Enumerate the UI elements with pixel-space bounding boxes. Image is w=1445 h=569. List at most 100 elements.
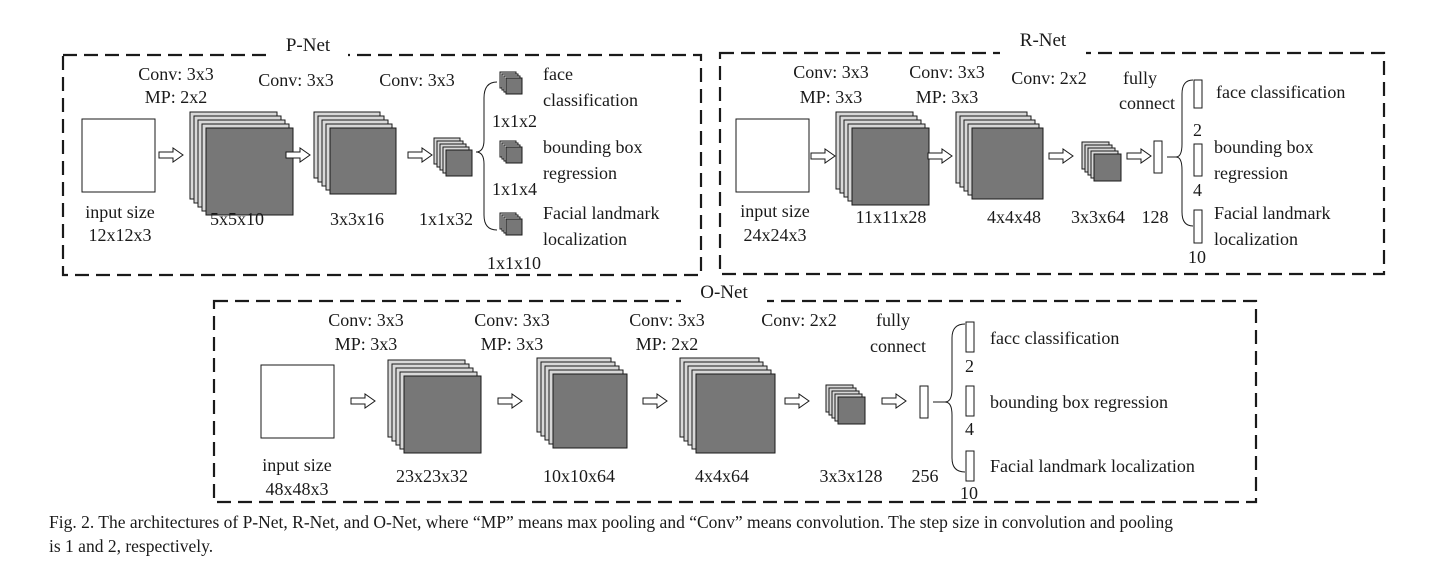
onet-input-label: input size (262, 455, 332, 475)
rnet-frame (718, 51, 1386, 276)
onet-feature-map-3-sheet-5 (695, 373, 776, 454)
pnet-arrow-1 (158, 147, 184, 163)
pnet-input-image (81, 118, 156, 193)
pnet-output-brace (475, 81, 498, 231)
rnet-out1-size: 2 (1193, 120, 1202, 140)
rnet-feature-map-2-sheet-5 (971, 127, 1044, 200)
pnet-layer1-size: 5x5x10 (210, 209, 264, 229)
rnet-layer1-size: 11x11x28 (856, 207, 927, 227)
pnet-output-map-1 (499, 71, 523, 95)
onet-out1-size: 2 (965, 356, 974, 376)
onet-layer4-size: 3x3x128 (820, 466, 883, 486)
onet-layer3-op1: Conv: 3x3 (629, 310, 705, 330)
rnet-layer1-op2: MP: 3x3 (800, 87, 863, 107)
pnet-out2-size: 1x1x4 (492, 179, 537, 199)
rnet-layer3-op1: Conv: 2x2 (1011, 68, 1087, 88)
onet-layer2-size: 10x10x64 (543, 466, 615, 486)
pnet-layer2-size: 3x3x16 (330, 209, 384, 229)
rnet-out2-label-b: regression (1214, 163, 1288, 183)
rnet-panel: R-Net Conv: 3x3 MP: 3x3 Conv: 3x3 MP: 3x… (718, 28, 1386, 276)
onet-fc-size: 256 (912, 466, 939, 486)
rnet-feature-map-2 (955, 111, 1044, 200)
onet-fc-vector (919, 385, 929, 419)
onet-out2-size: 4 (965, 419, 974, 439)
onet-feature-map-2-sheet-5 (552, 373, 628, 449)
pnet-layer1-op2: MP: 2x2 (145, 87, 208, 107)
rnet-out3-label-a: Facial landmark (1214, 203, 1330, 223)
pnet-layer3-op1: Conv: 3x3 (379, 70, 455, 90)
pnet-arrow-3 (407, 147, 433, 163)
figure-caption: Fig. 2. The architectures of P-Net, R-Ne… (49, 510, 1409, 558)
onet-layer1-size: 23x23x32 (396, 466, 468, 486)
rnet-layer2-size: 4x4x48 (987, 207, 1041, 227)
rnet-fc-label-a: fully (1123, 68, 1157, 88)
onet-output-brace (944, 323, 966, 473)
rnet-layer3-size: 3x3x64 (1071, 207, 1125, 227)
pnet-input-label: input size (85, 202, 155, 222)
onet-frame (212, 299, 1258, 504)
onet-fc-label-a: fully (876, 310, 910, 330)
rnet-out2-vector (1193, 143, 1203, 177)
pnet-layer2-op1: Conv: 3x3 (258, 70, 334, 90)
pnet-out1-label-a: face (543, 64, 573, 84)
rnet-input-label: input size (740, 201, 810, 221)
onet-arrow-5 (881, 393, 907, 409)
onet-title: O-Net (700, 282, 748, 303)
onet-layer4-op1: Conv: 2x2 (761, 310, 837, 330)
rnet-title: R-Net (1020, 30, 1067, 51)
rnet-out2-size: 4 (1193, 180, 1202, 200)
pnet-input-size: 12x12x3 (89, 225, 152, 245)
onet-layer1-op2: MP: 3x3 (335, 334, 398, 354)
rnet-feature-map-1 (835, 111, 930, 206)
pnet-output-map-3-sheet-4 (505, 218, 523, 236)
pnet-output-map-2 (499, 140, 523, 164)
rnet-out1-vector (1193, 79, 1203, 109)
rnet-fc-vector (1153, 140, 1163, 174)
onet-input-size: 48x48x3 (266, 479, 329, 499)
pnet-feature-map-2-sheet-5 (329, 127, 397, 195)
onet-layer3-size: 4x4x64 (695, 466, 749, 486)
rnet-feature-map-1-sheet-5 (851, 127, 930, 206)
caption-line-1: Fig. 2. The architectures of P-Net, R-Ne… (49, 512, 1173, 532)
onet-panel: O-Net Conv: 3x3 MP: 3x3 Conv: 3x3 MP: 3x… (212, 280, 1258, 504)
pnet-feature-map-1-sheet-5 (205, 127, 294, 216)
onet-feature-map-3 (679, 357, 776, 454)
caption-line-2: is 1 and 2, respectively. (49, 536, 214, 556)
pnet-out3-label-a: Facial landmark (543, 203, 659, 223)
rnet-input-size: 24x24x3 (744, 225, 807, 245)
onet-arrow-3 (642, 393, 668, 409)
onet-out2-label: bounding box regression (990, 392, 1168, 412)
rnet-layer2-op1: Conv: 3x3 (909, 62, 985, 82)
rnet-arrow-3 (1048, 148, 1074, 164)
rnet-input-image (735, 118, 810, 193)
rnet-arrow-1 (810, 148, 836, 164)
onet-layer1-op1: Conv: 3x3 (328, 310, 404, 330)
onet-feature-map-4-sheet-5 (837, 396, 866, 425)
rnet-out2-label-a: bounding box (1214, 137, 1314, 157)
pnet-output-map-3 (499, 212, 523, 236)
pnet-layer3-size: 1x1x32 (419, 209, 473, 229)
rnet-output-brace (1175, 79, 1194, 227)
pnet-title: P-Net (286, 35, 331, 56)
rnet-arrow-2 (927, 148, 953, 164)
onet-arrow-2 (497, 393, 523, 409)
onet-layer2-op2: MP: 3x3 (481, 334, 544, 354)
pnet-feature-map-3 (433, 137, 473, 177)
onet-feature-map-2 (536, 357, 628, 449)
onet-arrow-1 (350, 393, 376, 409)
onet-input-image (260, 364, 335, 439)
pnet-out2-label-b: regression (543, 163, 617, 183)
onet-feature-map-4 (825, 384, 866, 425)
pnet-layer1-op1: Conv: 3x3 (138, 64, 214, 84)
pnet-feature-map-1 (189, 111, 294, 216)
onet-layer3-op2: MP: 2x2 (636, 334, 699, 354)
onet-out3-label: Facial landmark localization (990, 456, 1195, 476)
rnet-feature-map-3-sheet-5 (1093, 153, 1122, 182)
pnet-output-map-1-sheet-4 (505, 77, 523, 95)
onet-out2-vector (965, 385, 975, 417)
onet-layer2-op1: Conv: 3x3 (474, 310, 550, 330)
pnet-output-map-2-sheet-4 (505, 146, 523, 164)
rnet-out1-label: face classification (1216, 82, 1345, 102)
onet-out3-vector (965, 450, 975, 482)
